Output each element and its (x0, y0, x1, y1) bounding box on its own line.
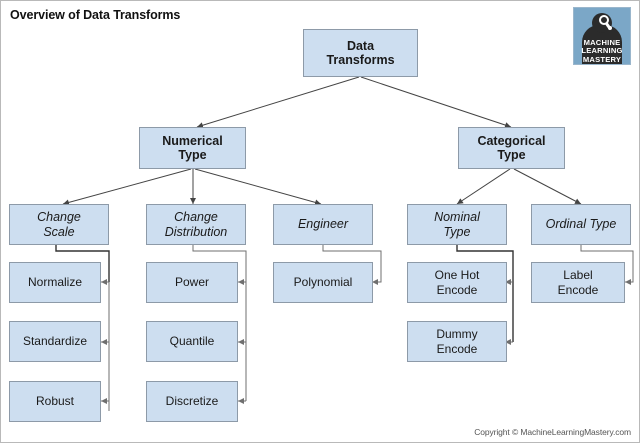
node-ordinal-type[interactable]: Ordinal Type (531, 204, 631, 245)
machine-learning-mastery-logo: MACHINE LEARNING MASTERY (573, 7, 631, 65)
node-numerical-type[interactable]: Numerical Type (139, 127, 246, 169)
node-data-transforms[interactable]: Data Transforms (303, 29, 418, 77)
node-normalize[interactable]: Normalize (9, 262, 101, 303)
edge-root-numerical (196, 76, 360, 129)
logo-line-1: MACHINE (583, 38, 621, 47)
gear-icon (599, 15, 609, 25)
node-robust[interactable]: Robust (9, 381, 101, 422)
node-label-encode[interactable]: Label Encode (531, 262, 625, 303)
node-change-distribution[interactable]: Change Distribution (146, 204, 246, 245)
edge-numerical-engineer (194, 168, 322, 206)
node-change-scale[interactable]: Change Scale (9, 204, 109, 245)
logo-line-3: MASTERY (582, 54, 622, 64)
edge-numerical-changescale (62, 168, 192, 206)
edge-root-categorical (360, 76, 512, 128)
logo-line-2: LEARNING (581, 46, 623, 56)
node-categorical-type[interactable]: Categorical Type (458, 127, 565, 169)
node-discretize[interactable]: Discretize (146, 381, 238, 422)
node-power[interactable]: Power (146, 262, 238, 303)
copyright-text: Copyright © MachineLearningMastery.com (474, 427, 631, 437)
node-polynomial[interactable]: Polynomial (273, 262, 373, 303)
edge-categorical-ordinal (513, 168, 582, 205)
logo-text: MACHINE LEARNING MASTERY (574, 38, 630, 64)
edge-categorical-nominal (456, 168, 511, 205)
node-nominal-type[interactable]: Nominal Type (407, 204, 507, 245)
node-standardize[interactable]: Standardize (9, 321, 101, 362)
node-dummy-encode[interactable]: Dummy Encode (407, 321, 507, 362)
node-one-hot-encode[interactable]: One Hot Encode (407, 262, 507, 303)
gear-dot-icon (608, 26, 612, 30)
node-quantile[interactable]: Quantile (146, 321, 238, 362)
page-title: Overview of Data Transforms (10, 8, 181, 22)
node-engineer[interactable]: Engineer (273, 204, 373, 245)
